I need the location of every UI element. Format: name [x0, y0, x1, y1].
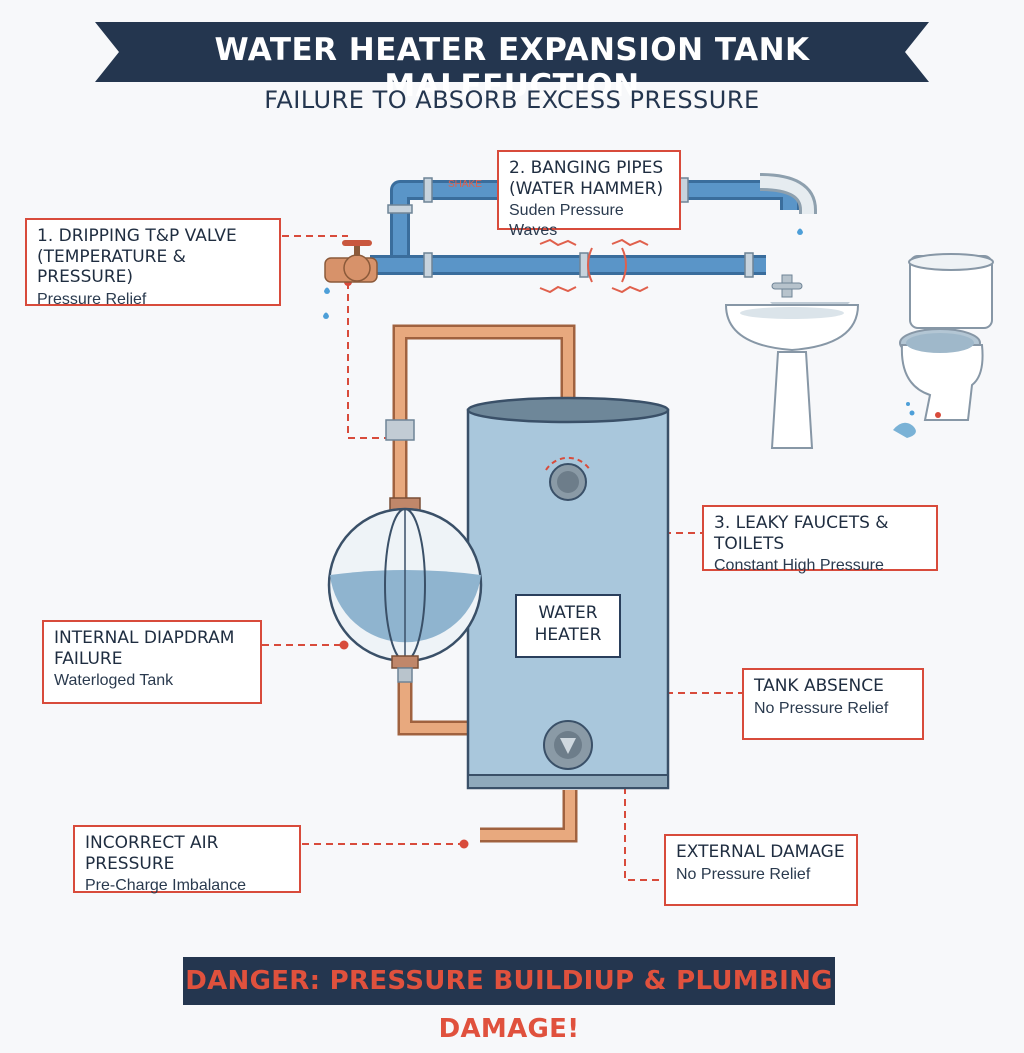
callout-title-line: EXTERNAL DAMAGE [676, 842, 845, 862]
callout-title-line: 1. DRIPPING T&P VALVE [37, 226, 237, 246]
heater-label-line: WATER [538, 603, 598, 623]
callout-title-line: INTERNAL DIAPDRAM [54, 628, 235, 648]
callout-title-line: 3. LEAKY FAUCETS & TOILETS [714, 513, 889, 554]
pipe-coupling [385, 419, 415, 441]
heater-label-line: HEATER [534, 625, 602, 646]
sink-icon [724, 274, 860, 449]
callout-air-pressure: INCORRECT AIR PRESSURE Pre-Charge Imbala… [73, 825, 301, 895]
plumbing-illustration: SHAKE [262, 173, 994, 881]
page-title: WATER HEATER EXPANSION TANK MALFFUCTION [214, 32, 810, 104]
vibration-marks [539, 238, 649, 294]
callout-title-line: 2. BANGING PIPES [509, 158, 664, 178]
callout-title-line: (WATER HAMMER) [509, 178, 664, 199]
callout-subtitle: No Pressure Relief [676, 865, 811, 883]
callout-leaky-faucets: 3. LEAKY FAUCETS & TOILETS Constant High… [702, 505, 938, 574]
callout-title-line: TANK ABSENCE [754, 676, 884, 696]
callout-subtitle: Pressure Relief [37, 291, 147, 309]
danger-warning-banner: DANGER: PRESSURE BUILDIUP & PLUMBING DAM… [183, 957, 835, 1044]
callout-banging-pipes: 2. BANGING PIPES (WATER HAMMER) Suden Pr… [497, 150, 681, 239]
shake-label: SHAKE [448, 179, 482, 190]
callout-tp-valve: 1. DRIPPING T&P VALVE (TEMPERATURE & PRE… [25, 218, 281, 308]
page-subtitle: FAILURE TO ABSORB EXCESS PRESSURE [264, 86, 760, 114]
expansion-tank-icon [327, 497, 483, 683]
water-heater-tank [466, 396, 670, 790]
callout-external-damage: EXTERNAL DAMAGE No Pressure Relief [664, 834, 858, 906]
callout-subtitle: No Pressure Relief [754, 699, 889, 717]
callout-subtitle: Waterloged Tank [54, 672, 174, 690]
callout-title-line: (TEMPERATURE & PRESSURE) [37, 246, 186, 288]
callout-diaphragm-failure: INTERNAL DIAPDRAM FAILURE Waterloged Tan… [42, 620, 262, 704]
toilet-icon [893, 253, 994, 438]
banner-ribbon [95, 22, 929, 82]
callout-title-line: FAILURE [54, 648, 123, 669]
water-heater-label: WATER HEATER [515, 594, 621, 658]
callout-subtitle: Pre-Charge Imbalance [85, 877, 246, 895]
callout-tank-absence: TANK ABSENCE No Pressure Relief [742, 668, 924, 740]
tp-valve-icon [323, 240, 378, 319]
callout-subtitle: Constant High Pressure [714, 557, 884, 575]
callout-title-line: INCORRECT AIR PRESSURE [85, 833, 219, 874]
title-banner: WATER HEATER EXPANSION TANK MALFFUCTION [95, 22, 929, 104]
callout-subtitle: Suden Pressure Waves [509, 202, 624, 239]
